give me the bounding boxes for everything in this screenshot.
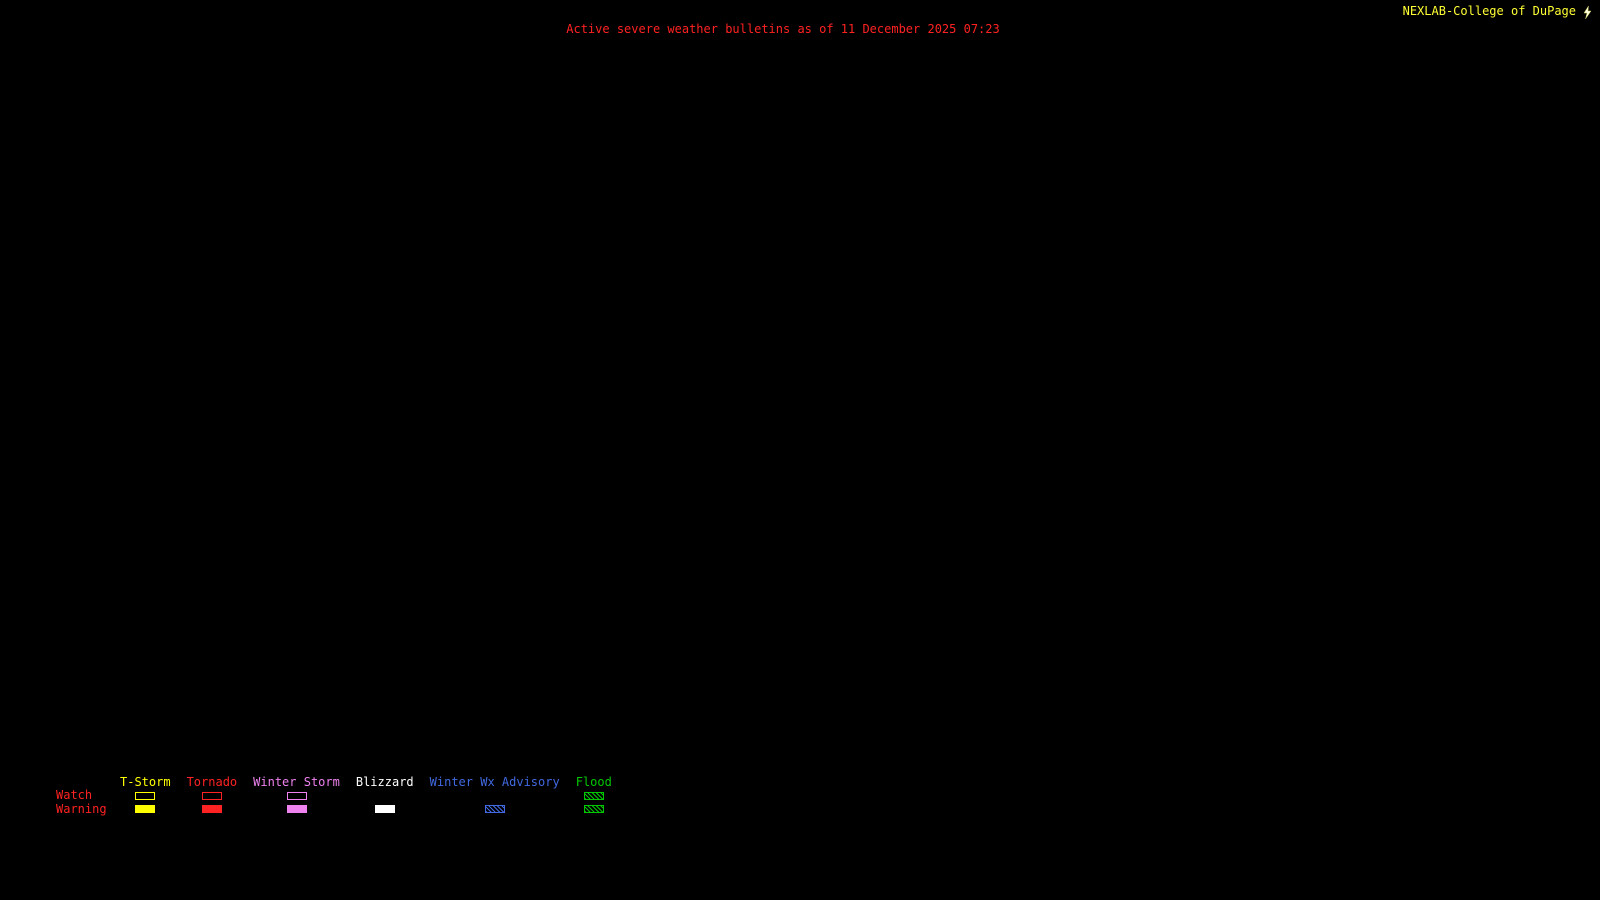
warning-swatch-slot [356,802,414,815]
watch-swatch-slot [576,789,612,802]
legend-category-label: Winter Storm [253,775,340,789]
watch-swatch-slot [253,789,340,802]
warning-swatch [374,804,395,813]
legend-category: Winter Storm [253,776,340,815]
warning-swatch-slot [187,802,238,815]
legend-category: Winter Wx Advisory [430,776,560,815]
warning-swatch-slot [120,802,171,815]
legend-category: Flood [576,776,612,815]
nexlab-logo-icon [1581,4,1594,20]
legend-category: T-Storm [120,776,171,815]
legend-category-label: T-Storm [120,775,171,789]
warning-swatch [583,804,604,813]
brand-text: NEXLAB-College of DuPage [1402,4,1576,18]
legend-category-label: Winter Wx Advisory [429,775,560,789]
watch-swatch [583,791,604,800]
legend-category: Blizzard [356,776,414,815]
watch-swatch-slot [430,789,560,802]
legend: Watch Warning T-Storm Tornado Winter Storm… [0,776,760,822]
legend-row-label-warning: Warning [56,802,107,816]
warning-swatch-slot [576,802,612,815]
watch-swatch [135,791,156,800]
warning-swatch-slot [430,802,560,815]
watch-swatch-slot [187,789,238,802]
warning-swatch-slot [253,802,340,815]
warning-swatch [201,804,222,813]
warning-swatch [135,804,156,813]
bulletin-title: Active severe weather bulletins as of 11… [566,22,1000,36]
watch-swatch-slot [120,789,171,802]
legend-columns: T-Storm Tornado Winter Storm Blizzard Winter… [120,776,612,815]
legend-category-label: Flood [575,775,612,789]
legend-category: Tornado [186,775,238,815]
watch-swatch [286,791,307,800]
watch-swatch [201,791,222,800]
watch-swatch-slot [356,789,414,802]
legend-row-label-watch: Watch [56,788,93,802]
warning-swatch [286,804,307,813]
warning-swatch [484,804,505,813]
legend-category-label: Tornado [186,775,238,789]
legend-category-label: Blizzard [355,775,414,789]
